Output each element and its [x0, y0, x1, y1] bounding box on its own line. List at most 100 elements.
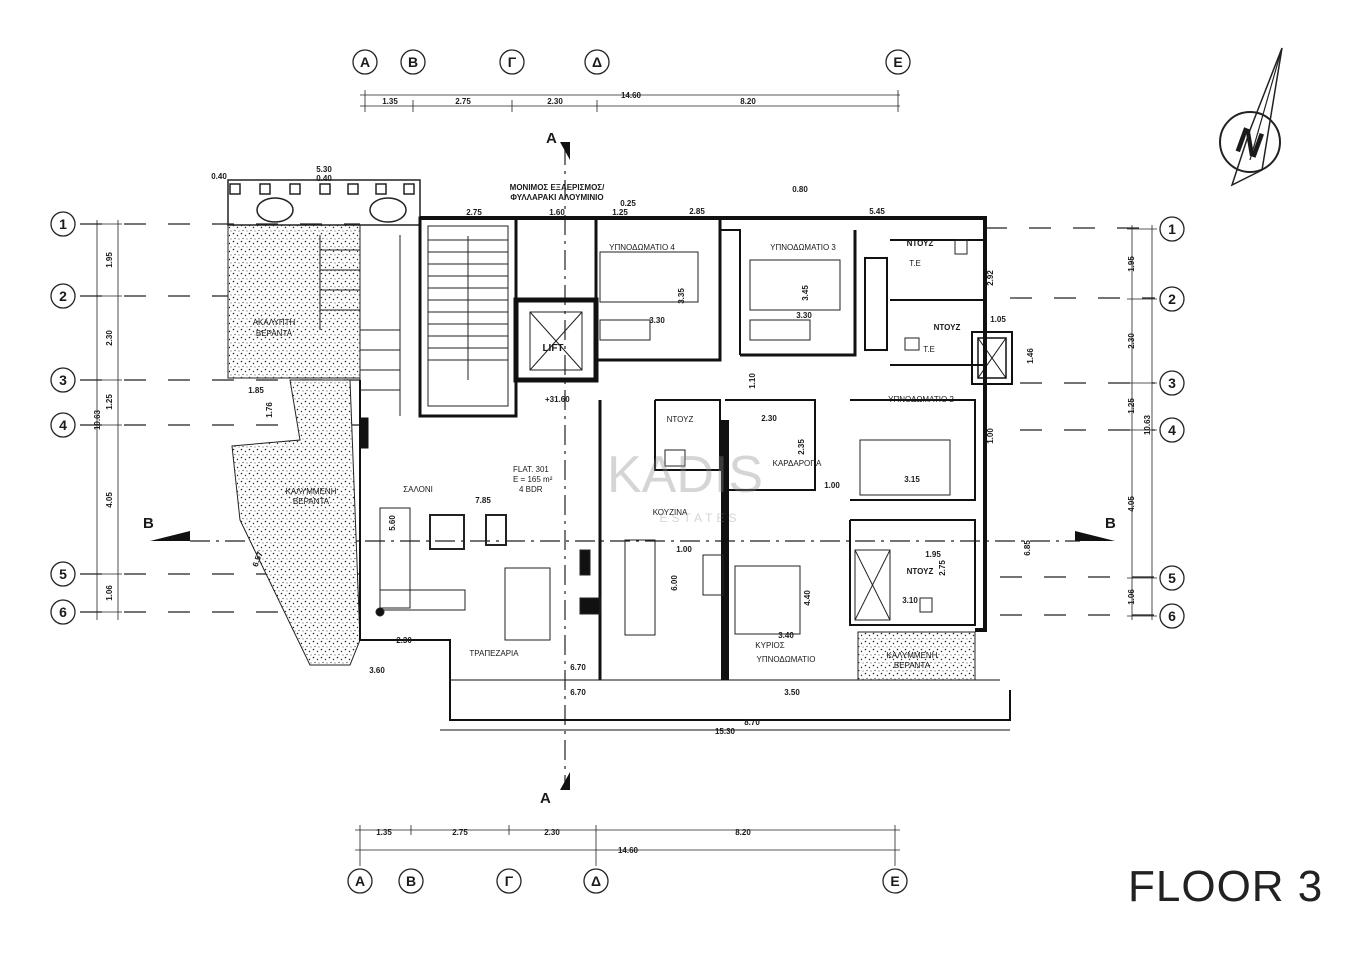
dim-15-30: 15.30 [715, 727, 736, 736]
dim-0-40a: 0.40 [211, 172, 227, 181]
label-vent-1: ΜΟΝΙΜΟΣ ΕΞΑΕΡΙΣΜΟΣ/ [510, 183, 605, 192]
label-te-2: T.E [923, 345, 935, 354]
dim-3-40: 3.40 [778, 631, 794, 640]
top-dimension-line [360, 90, 900, 112]
bottom-dim-4: 8.20 [735, 828, 751, 837]
dim-0-40b: 0.40 [316, 174, 332, 183]
dim-3-50: 3.50 [784, 688, 800, 697]
section-B-right-label: B [1105, 515, 1116, 532]
dim-0-25: 0.25 [620, 199, 636, 208]
building-walls [359, 216, 1011, 731]
dim-1-10: 1.10 [748, 373, 757, 389]
label-veranda-open-2: ΒΕΡΑΝΤΑ [256, 329, 293, 338]
bottom-dimension-line [355, 825, 900, 866]
axis-label-D-top: Δ [592, 54, 602, 70]
label-veranda-open-1: ΑΚΑΛΥΠΤΗ [253, 318, 296, 327]
left-dim-3: 1.25 [105, 394, 114, 410]
dim-4-40: 4.40 [803, 590, 812, 606]
bottom-dim-3: 2.30 [544, 828, 560, 837]
label-wardrobe: ΚΑΡΔΑΡΟΠΑ [773, 459, 822, 468]
dim-2-85: 2.85 [689, 207, 705, 216]
axis-label-3-right: 3 [1168, 375, 1176, 391]
axis-label-6-left: 6 [59, 604, 67, 620]
right-total-dim: 10.63 [1143, 414, 1152, 435]
axis-label-G-top: Γ [508, 54, 517, 70]
label-level: +31.60 [545, 395, 570, 404]
label-flat-bedrooms: 4 BDR [519, 485, 543, 494]
label-vent-2: ΦΥΛΛΑΡΑΚΙ ΑΛΟΥΜΙΝΙΟ [510, 193, 603, 202]
axis-label-A-top: A [360, 54, 370, 70]
axis-label-A-bottom: A [355, 873, 365, 889]
page-title: FLOOR 3 [1128, 862, 1324, 911]
staircase [427, 225, 583, 407]
axis-label-B-bottom: B [406, 873, 416, 889]
planter-squares [229, 183, 415, 223]
bottom-total-dim: 14.60 [618, 846, 639, 855]
right-dim-2: 2.30 [1127, 333, 1136, 349]
section-line-A [560, 142, 570, 790]
top-planter [227, 179, 421, 226]
dim-5-30: 5.30 [316, 165, 332, 174]
bottom-dim-2: 2.75 [452, 828, 468, 837]
dim-6-70a: 6.70 [570, 663, 586, 672]
dim-2-30: 2.30 [761, 414, 777, 423]
dim-3-10: 3.10 [902, 596, 918, 605]
right-dim-1: 1.95 [1127, 256, 1136, 272]
axis-label-4-left: 4 [59, 417, 67, 433]
top-dim-3: 2.30 [547, 97, 563, 106]
axis-label-B-top: B [408, 54, 418, 70]
axis-label-1-right: 1 [1168, 221, 1176, 237]
right-dimension-line [1127, 225, 1157, 620]
dim-1-05: 1.05 [990, 315, 1006, 324]
right-dim-5: 1.06 [1127, 589, 1136, 605]
dim-1-95: 1.95 [925, 550, 941, 559]
axis-label-E-bottom: E [890, 873, 899, 889]
dim-1-00b: 1.00 [986, 428, 995, 444]
left-dim-1: 1.95 [105, 252, 114, 268]
axis-label-1-left: 1 [59, 216, 67, 232]
label-shower-3: ΝΤΟΥΖ [667, 415, 694, 424]
dim-1-46: 1.46 [1026, 348, 1035, 364]
label-bedroom-3: ΥΠΝΟΔΩΜΑΤΙΟ 3 [770, 243, 836, 252]
dim-3-35: 3.35 [677, 288, 686, 304]
label-flat-area: E = 165 m² [513, 475, 553, 484]
right-dim-3: 1.25 [1127, 398, 1136, 414]
dim-2-30b: 2.30 [396, 636, 412, 645]
top-total-dim: 14.60 [621, 91, 642, 100]
top-dim-2: 2.75 [455, 97, 471, 106]
axis-rows-right: 1 2 3 4 5 6 [1159, 216, 1185, 629]
top-dim-4: 8.20 [740, 97, 756, 106]
watermark-logo: KADIS ESTATES [607, 446, 763, 525]
dim-7-85: 7.85 [475, 496, 491, 505]
dim-1-25: 1.25 [612, 208, 628, 217]
axis-label-D-bottom: Δ [591, 873, 601, 889]
label-te-1: T.E [909, 259, 921, 268]
axis-label-G-bottom: Γ [505, 873, 514, 889]
label-lift: LIFT [542, 343, 563, 354]
dim-5-60: 5.60 [388, 515, 397, 531]
dim-2-75: 2.75 [466, 208, 482, 217]
dim-1-00c: 1.00 [676, 545, 692, 554]
label-master-2: ΥΠΝΟΔΩΜΑΤΙΟ [756, 655, 815, 664]
watermark-sub: ESTATES [660, 511, 741, 525]
label-veranda-right-2: ΒΕΡΑΝΤΑ [894, 661, 931, 670]
axis-columns-top: A B Γ Δ E [352, 49, 911, 75]
dim-1-00a: 1.00 [824, 481, 840, 490]
axis-label-E-top: E [893, 54, 902, 70]
left-total-dim: 10.63 [93, 409, 102, 430]
left-dim-2: 2.30 [105, 330, 114, 346]
dim-2-92: 2.92 [986, 270, 995, 286]
stairs-exterior [319, 235, 401, 416]
dim-6-00: 6.00 [670, 575, 679, 591]
dim-2-35: 2.35 [797, 439, 806, 455]
dim-2-75b: 2.75 [938, 560, 947, 576]
axis-label-2-right: 2 [1168, 291, 1176, 307]
label-living: ΣΑΛΟΝΙ [403, 485, 433, 494]
dim-6-85: 6.85 [1023, 540, 1032, 556]
shaft-right [971, 331, 1013, 385]
axis-columns-bottom: A B Γ Δ E [347, 868, 908, 894]
left-dim-5: 1.06 [105, 585, 114, 601]
label-veranda-covered-2: ΒΕΡΑΝΤΑ [293, 497, 330, 506]
label-shower-2: ΝΤΟΥΖ [934, 323, 961, 332]
axis-label-6-right: 6 [1168, 608, 1176, 624]
